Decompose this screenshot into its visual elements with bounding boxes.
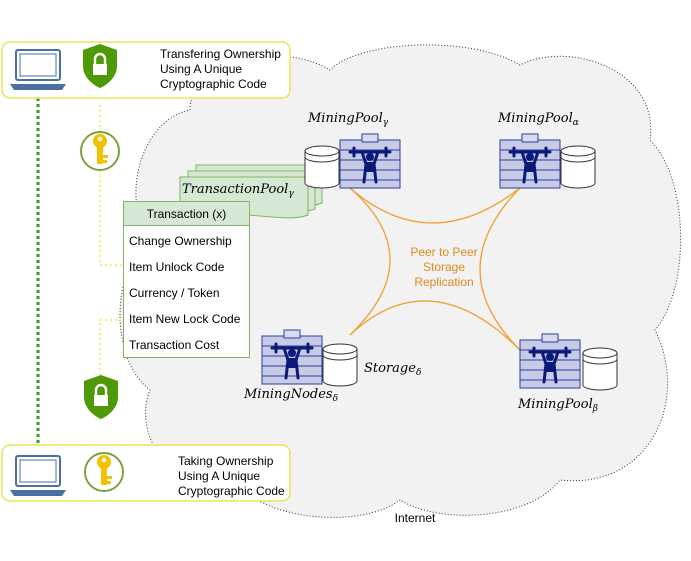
laptop-icon bbox=[9, 49, 67, 91]
mining-pool-beta-label: MiningPoolβ bbox=[517, 397, 598, 414]
laptop-icon bbox=[9, 455, 67, 497]
peer-label-line-3: Replication bbox=[414, 275, 473, 289]
mining-server-icon bbox=[338, 132, 402, 190]
mining-server-icon bbox=[260, 328, 324, 386]
mining-pool-alpha-label: MiningPoolα bbox=[497, 111, 579, 128]
top-box-line-2: Using A Unique bbox=[160, 62, 242, 76]
mining-nodes-delta-label: MiningNodesδ bbox=[243, 387, 338, 404]
ownership-flow-arrow bbox=[31, 86, 45, 462]
peer-label-line-2: Storage bbox=[423, 260, 465, 274]
storage-disk-icon bbox=[304, 145, 340, 189]
peer-connections bbox=[349, 187, 521, 351]
transaction-item-cost: Transaction Cost bbox=[129, 338, 220, 352]
storage-delta-label: Storageδ bbox=[364, 361, 421, 378]
mining-server-icon bbox=[518, 332, 582, 390]
transaction-item-new-lock-code: Item New Lock Code bbox=[129, 312, 241, 326]
mining-server-icon bbox=[498, 132, 562, 190]
top-box-line-1: Transfering Ownership bbox=[160, 47, 281, 61]
bottom-ownership-box bbox=[1, 444, 291, 502]
lock-connectors bbox=[99, 105, 123, 420]
storage-disk-icon bbox=[560, 145, 596, 189]
key-icon bbox=[84, 452, 124, 492]
internet-label: Internet bbox=[395, 511, 436, 525]
storage-disk-icon bbox=[582, 347, 618, 391]
storage-disk-icon bbox=[322, 343, 358, 387]
transaction-title: Transaction (x) bbox=[123, 201, 250, 226]
bottom-box-line-3: Cryptographic Code bbox=[178, 484, 285, 498]
shield-lock-icon bbox=[82, 373, 120, 421]
transaction-item-unlock-code: Item Unlock Code bbox=[129, 260, 225, 274]
transaction-item-change-ownership: Change Ownership bbox=[129, 234, 232, 248]
top-ownership-box bbox=[1, 41, 291, 99]
peer-label-line-1: Peer to Peer bbox=[410, 245, 477, 259]
transaction-pool-label: TransactionPoolγ bbox=[182, 182, 294, 199]
bottom-box-line-2: Using A Unique bbox=[178, 469, 260, 483]
top-box-line-3: Cryptographic Code bbox=[160, 77, 267, 91]
bottom-box-line-1: Taking Ownership bbox=[178, 454, 274, 468]
transaction-item-currency: Currency / Token bbox=[129, 286, 220, 300]
transaction-card: Change Ownership Item Unlock Code Curren… bbox=[123, 226, 250, 358]
mining-pool-gamma-label: MiningPoolγ bbox=[307, 111, 389, 128]
key-icon bbox=[80, 131, 120, 171]
